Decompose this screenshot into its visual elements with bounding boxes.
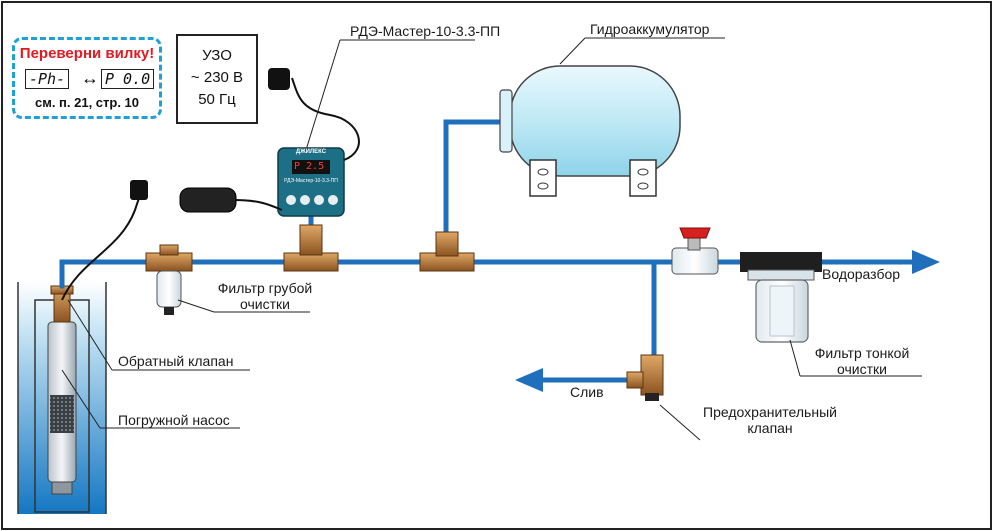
coarse-filter xyxy=(156,270,182,315)
note-reference: см. п. 21, стр. 10 xyxy=(34,95,140,110)
safety-valve-label-line1: Предохранительный xyxy=(703,404,837,420)
leader-lines xyxy=(61,37,922,441)
pipes xyxy=(59,119,915,383)
cables xyxy=(61,77,360,301)
display-right: P 0.0 xyxy=(101,69,155,89)
submersible-pump xyxy=(47,285,77,495)
fine-filter xyxy=(740,252,822,343)
rcd-frequency: 50 Гц xyxy=(198,91,236,108)
ball-valve xyxy=(671,227,719,275)
device-name: РДЭ-Мастер-10-3.3-ПП xyxy=(284,178,338,184)
swap-arrow-icon: ↔ xyxy=(81,68,99,88)
coarse-filter-label-line2: очистки xyxy=(240,296,290,312)
warning-note: Переверни вилку! -Ph- ↔ P 0.0 см. п. 21,… xyxy=(12,37,162,119)
rcd-label: УЗО xyxy=(202,47,232,64)
pump-label: Погружной насос xyxy=(118,412,230,428)
water-outlet-label: Водоразбор xyxy=(822,266,901,282)
controller-label: РДЭ-Мастер-10-3.3-ПП xyxy=(350,23,501,39)
plugs xyxy=(130,68,290,213)
rcd-box: УЗО ~ 230 В 50 Гц xyxy=(176,34,258,124)
check-valve-label: Обратный клапан xyxy=(118,353,234,369)
device-display: P 2.5 xyxy=(294,161,325,172)
rcd-voltage: ~ 230 В xyxy=(190,69,244,86)
safety-valve-label-line2: клапан xyxy=(747,420,793,436)
outlet-arrow xyxy=(912,250,940,274)
drain-label: Слив xyxy=(570,384,604,400)
drain-arrow xyxy=(515,368,543,392)
pressure-controller xyxy=(277,147,345,217)
device-brand: ДЖИЛЕКС xyxy=(295,149,327,155)
hydro-accumulator xyxy=(499,65,681,197)
display-left: -Ph- xyxy=(25,69,70,89)
fine-filter-label-line1: Фильтр тонкой xyxy=(814,345,910,361)
fine-filter-label-line2: очистки xyxy=(837,361,887,377)
accumulator-label: Гидроаккумулятор xyxy=(590,21,710,37)
note-title: Переверни вилку! xyxy=(19,45,155,62)
brass-fittings xyxy=(145,224,664,401)
coarse-filter-label-line1: Фильтр грубой xyxy=(217,280,313,296)
